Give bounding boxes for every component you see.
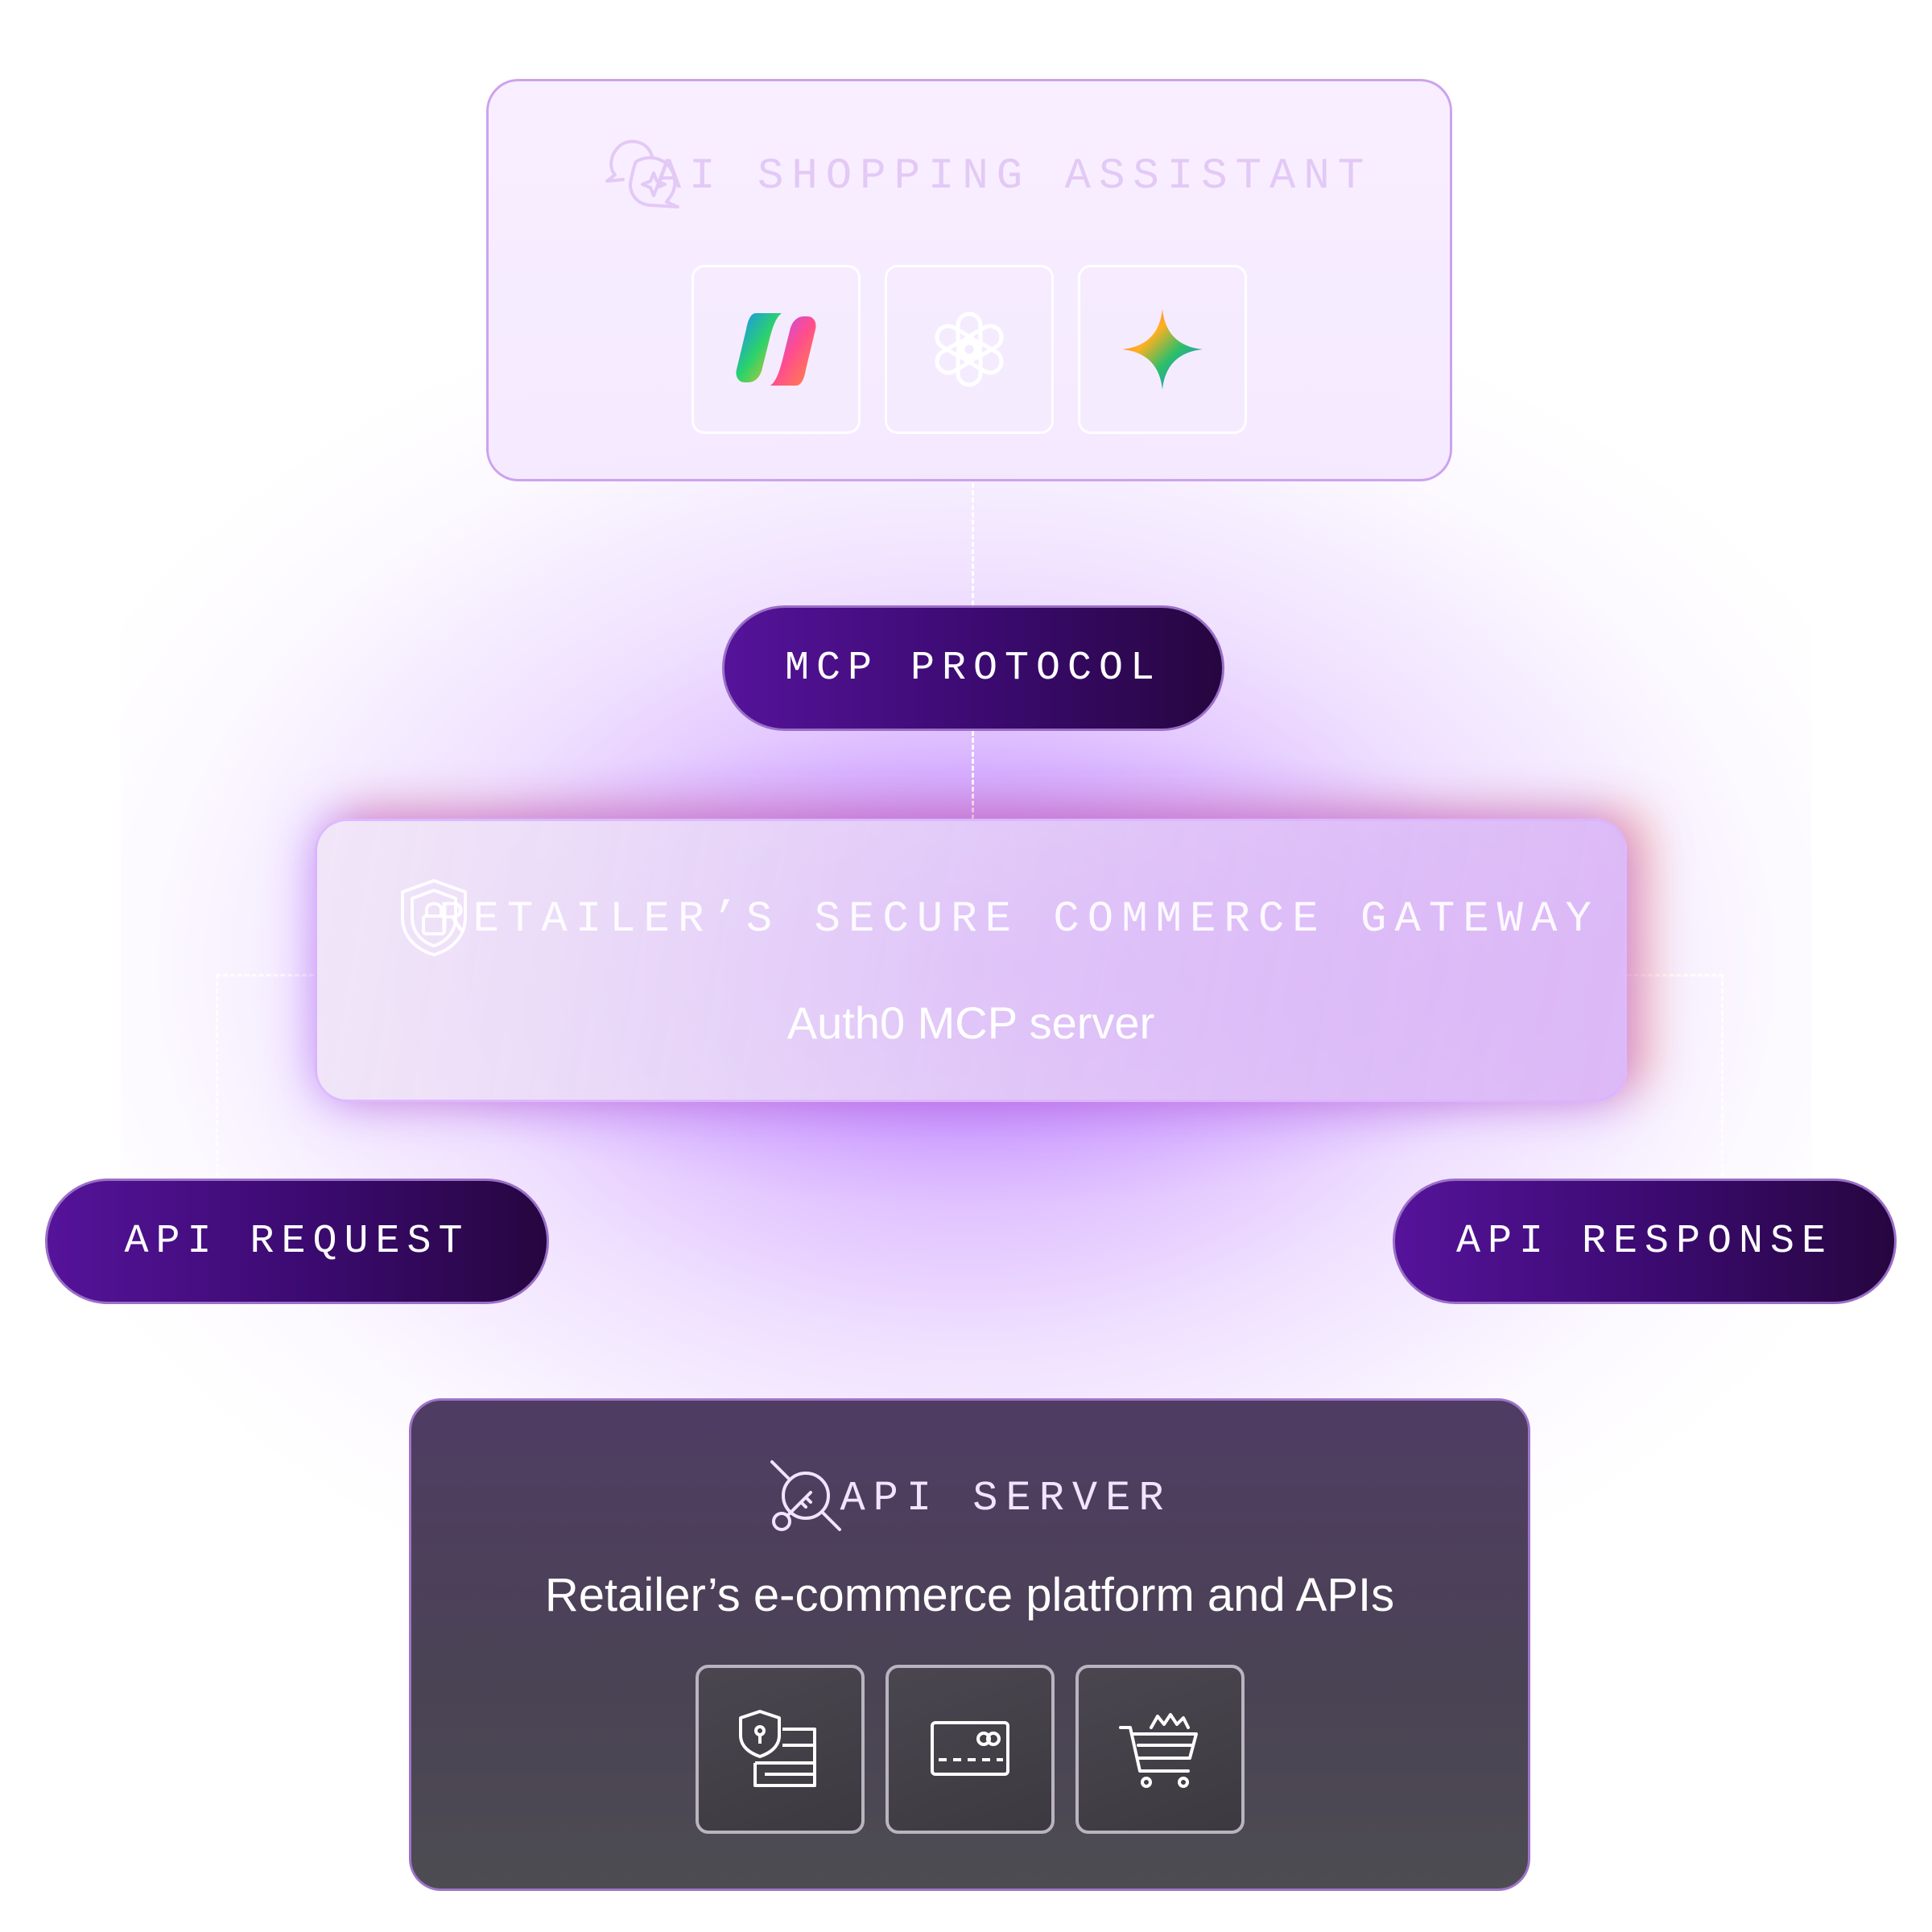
secure-commerce-gateway-card: RETAILER’S SECURE COMMERCE GATEWAY Auth0… [315,819,1627,1102]
copilot-logo-icon [736,313,816,386]
connector-mcp-gateway [972,731,974,819]
connector-gateway-right [1627,974,1724,976]
credit-card-tile [885,1665,1055,1834]
copilot-tile [691,265,861,434]
mcp-protocol-pill: MCP PROTOCOL [722,605,1224,731]
api-server-title: API SERVER [840,1475,1172,1522]
assistant-logo-row [489,265,1450,434]
gateway-subtitle: Auth0 MCP server [786,997,1155,1048]
api-request-label: API REQUEST [124,1218,470,1265]
mcp-protocol-label: MCP PROTOCOL [784,645,1162,691]
secure-database-tile [695,1665,865,1834]
shopping-cart-icon [1118,1713,1198,1788]
secure-database-icon [738,1710,816,1787]
key-search-icon [770,1460,841,1531]
connector-left-down [216,974,218,1183]
gateway-title: RETAILER’S SECURE COMMERCE GATEWAY [439,895,1600,944]
shield-lock-icon [401,879,467,956]
ai-shopping-assistant-card: AI SHOPPING ASSISTANT [486,79,1452,481]
ai-shopping-assistant-title: AI SHOPPING ASSISTANT [654,152,1373,201]
api-server-tile-row [411,1665,1528,1834]
api-request-pill: API REQUEST [45,1179,549,1304]
openai-logo-icon [935,312,1004,387]
api-response-label: API RESPONSE [1455,1218,1834,1265]
api-server-subtitle: Retailer’s e-commerce platform and APIs [544,1569,1395,1621]
api-server-card: API SERVER Retailer’s e-commerce platfor… [409,1398,1530,1891]
connector-assistant-mcp [972,483,974,605]
chat-sparkle-icon [605,139,679,208]
connector-right-down [1721,974,1724,1183]
api-response-pill: API RESPONSE [1393,1179,1897,1304]
connector-gateway-left [216,974,314,976]
shopping-cart-tile [1075,1665,1245,1834]
gemini-tile [1078,265,1247,434]
gemini-logo-icon [1122,309,1203,390]
credit-card-icon [930,1721,1009,1776]
openai-tile [885,265,1054,434]
